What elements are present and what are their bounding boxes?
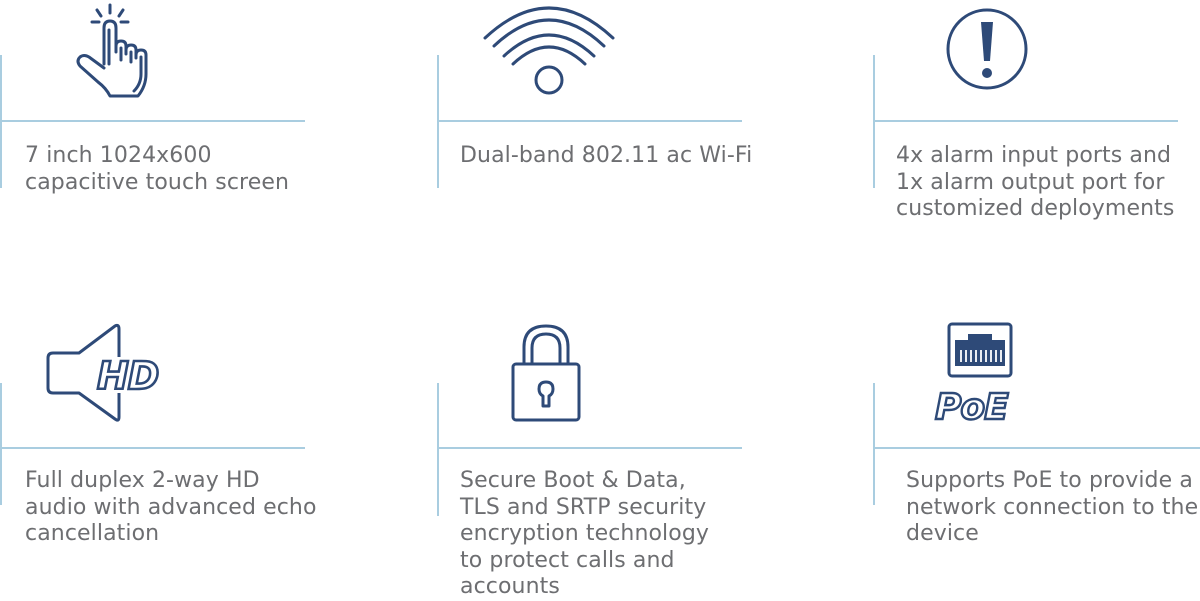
description-line: device — [906, 521, 979, 546]
feature-description: Supports PoE to provide a network connec… — [906, 468, 1198, 548]
feature-security: Secure Boot & Data, TLS and SRTP securit… — [437, 305, 757, 599]
feature-divider-horizontal — [0, 447, 305, 449]
feature-divider-horizontal — [873, 447, 1200, 449]
feature-divider-horizontal — [437, 447, 742, 449]
description-line: customized deployments — [896, 196, 1175, 221]
poe-icon: PoE — [933, 322, 1028, 429]
feature-divider-horizontal — [0, 120, 305, 122]
feature-description: Full duplex 2-way HD audio with advanced… — [25, 468, 317, 548]
feature-divider-horizontal — [873, 120, 1178, 122]
description-line: Dual-band 802.11 ac Wi-Fi — [460, 143, 753, 168]
hd-audio-icon: HD — [45, 323, 170, 423]
feature-description: Secure Boot & Data, TLS and SRTP securit… — [460, 468, 709, 601]
feature-description: Dual-band 802.11 ac Wi-Fi — [460, 143, 752, 170]
feature-hd-audio: HD Full duplex 2-way HD audio with advan… — [0, 305, 320, 595]
feature-touch-screen: 7 inch 1024x600 capacitive touch screen — [0, 0, 320, 290]
hd-icon-text: HD — [97, 354, 158, 398]
feature-divider-vertical — [873, 383, 875, 505]
description-line: audio with advanced echo — [25, 494, 317, 520]
poe-icon-text: PoE — [935, 387, 1009, 428]
description-line: Supports PoE to provide a — [906, 468, 1193, 493]
feature-divider-horizontal — [437, 120, 742, 122]
feature-poe: PoE Supports PoE to provide a network co… — [873, 305, 1200, 595]
wifi-icon — [482, 0, 616, 98]
alarm-exclamation-icon — [945, 7, 1029, 91]
touch-hand-icon — [70, 2, 152, 100]
feature-alarm-ports: 4x alarm input ports and 1x alarm output… — [873, 0, 1193, 290]
description-line: Secure Boot & Data, — [460, 468, 686, 493]
description-line: 1x alarm output port for — [896, 169, 1165, 195]
description-line: capacitive touch screen — [25, 169, 290, 195]
padlock-icon — [510, 322, 582, 424]
description-line: network connection to the — [906, 494, 1199, 520]
description-line: accounts — [460, 574, 560, 599]
description-line: to protect calls and — [460, 547, 675, 573]
description-line: encryption technology — [460, 521, 709, 546]
feature-wifi: Dual-band 802.11 ac Wi-Fi — [437, 0, 757, 290]
description-line: 7 inch 1024x600 — [25, 143, 212, 168]
feature-description: 4x alarm input ports and 1x alarm output… — [896, 143, 1174, 223]
feature-description: 7 inch 1024x600 capacitive touch screen — [25, 143, 289, 196]
feature-divider-vertical — [437, 383, 439, 516]
feature-divider-vertical — [0, 383, 2, 505]
description-line: TLS and SRTP security — [460, 494, 707, 520]
description-line: 4x alarm input ports and — [896, 143, 1172, 168]
description-line: cancellation — [25, 521, 160, 546]
description-line: Full duplex 2-way HD — [25, 468, 260, 493]
